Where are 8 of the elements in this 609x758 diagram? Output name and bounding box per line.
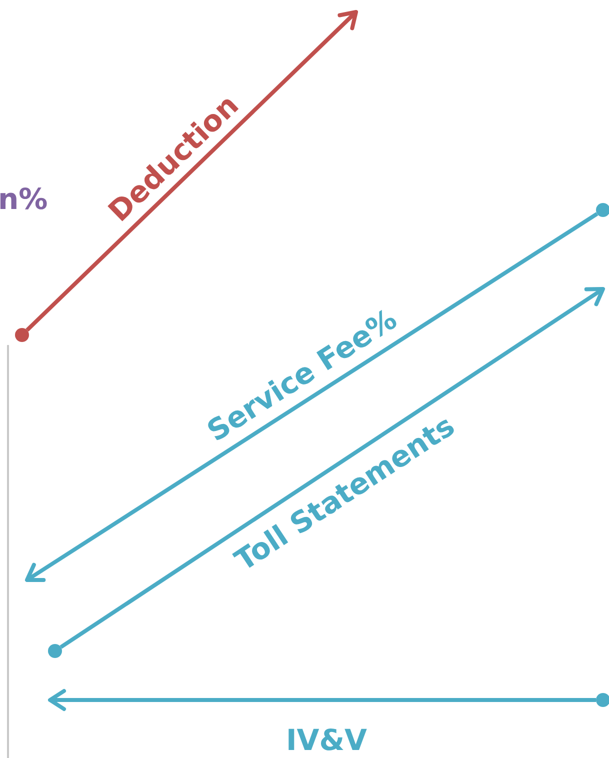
arrow: [60, 287, 605, 649]
edge-label: IV&V: [286, 723, 367, 757]
label: n%: [0, 182, 48, 216]
arrow: [26, 10, 358, 332]
arrow: [48, 689, 596, 711]
arrow: [25, 212, 598, 582]
endpoint-dot: [15, 328, 29, 342]
endpoint-dot: [48, 644, 62, 658]
